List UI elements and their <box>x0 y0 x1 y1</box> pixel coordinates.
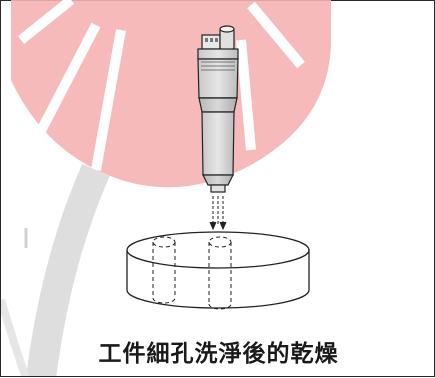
watermark-logo <box>1 0 331 376</box>
airflow-arrows <box>209 196 227 231</box>
watermark-gray-arc <box>26 163 110 376</box>
watermark-ray <box>91 29 126 171</box>
watermark-gray-arc-left <box>1 298 30 376</box>
workpiece-cylinder-icon <box>126 231 310 310</box>
watermark-ray <box>247 1 305 69</box>
air-blow-nozzle-icon <box>197 25 239 193</box>
workpiece-hole <box>208 236 232 310</box>
watermark-ray <box>26 22 101 153</box>
watermark-ray <box>236 39 256 151</box>
diagram-caption: 工件細孔洗淨後的乾燥 <box>98 341 339 367</box>
workpiece-hole <box>152 236 176 304</box>
watermark-ray <box>17 0 75 44</box>
